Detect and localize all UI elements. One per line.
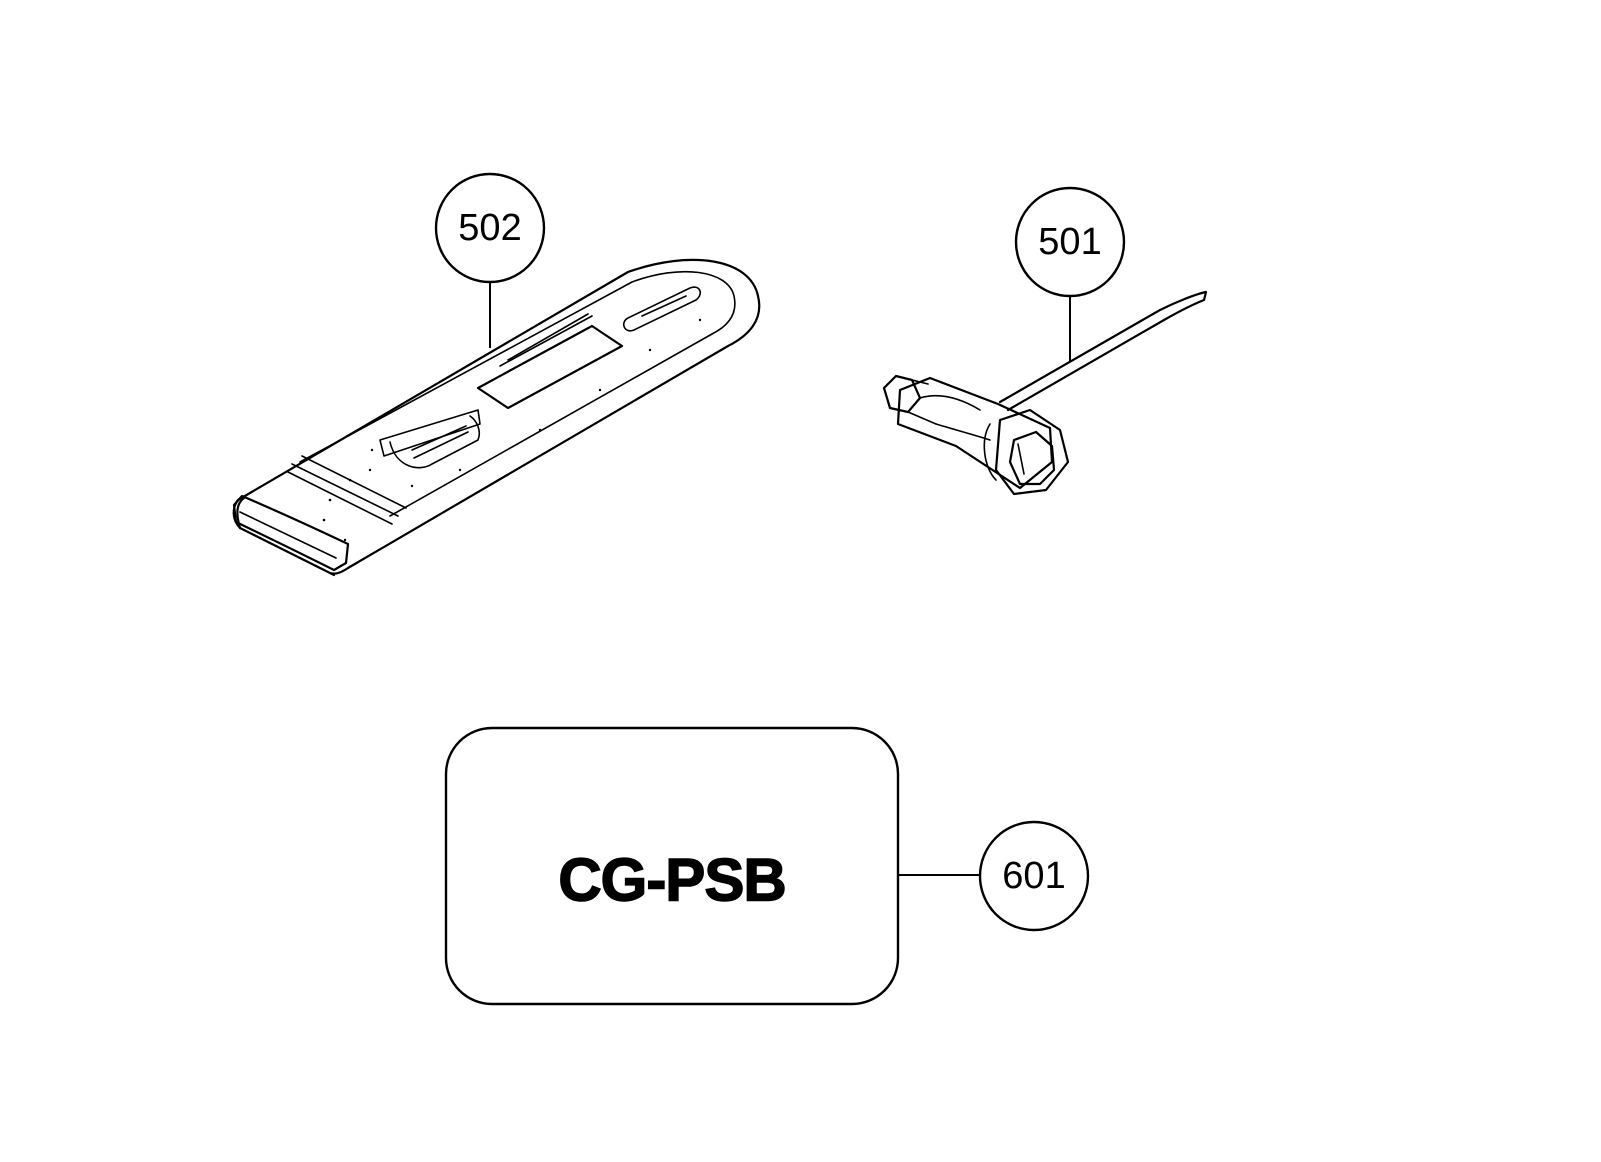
callout-501: 501 <box>1014 186 1126 298</box>
cg-psb-label-text: CG-PSB <box>558 847 785 914</box>
callout-601-label: 601 <box>1002 855 1065 897</box>
callout-601: 601 <box>978 820 1090 932</box>
bar-cover-drawing <box>232 258 761 577</box>
t-wrench-drawing <box>882 290 1208 496</box>
cg-psb-label-box <box>444 726 900 1006</box>
callout-501-label: 501 <box>1038 221 1101 263</box>
callout-502-label: 502 <box>458 207 521 249</box>
callout-502: 502 <box>434 172 546 284</box>
